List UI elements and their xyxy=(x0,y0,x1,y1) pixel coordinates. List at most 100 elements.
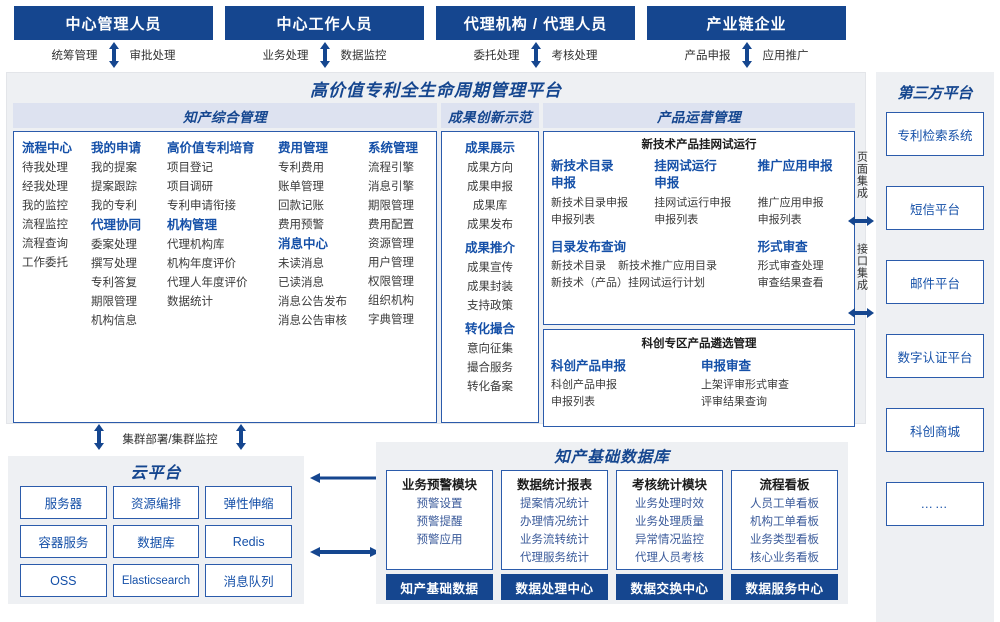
actor-title-center-staff[interactable]: 中心工作人员 xyxy=(225,6,424,40)
menu-item[interactable]: 待我处理 xyxy=(22,162,68,174)
actor-title-center-admin[interactable]: 中心管理人员 xyxy=(14,6,213,40)
menu-item[interactable]: 消息公告发布 xyxy=(278,296,347,308)
cloud-cell-orchestration[interactable]: 资源编排 xyxy=(112,486,200,519)
menu-item[interactable]: 专利申请衔接 xyxy=(167,200,236,212)
group-header[interactable]: 代理协同 xyxy=(91,218,142,232)
menu-item[interactable]: 提案跟踪 xyxy=(91,181,137,193)
menu-item[interactable]: 评审结果查询 xyxy=(701,396,767,408)
menu-item[interactable]: 代理机构库 xyxy=(167,239,225,251)
third-party-item-sms[interactable]: 短信平台 xyxy=(886,186,984,230)
menu-item[interactable]: 项目调研 xyxy=(167,181,213,193)
menu-item[interactable]: 成果宣传 xyxy=(467,262,513,274)
menu-item[interactable]: 账单管理 xyxy=(278,181,324,193)
group-header[interactable]: 推广应用申报 xyxy=(757,159,833,173)
menu-item[interactable]: 成果申报 xyxy=(467,181,513,193)
menu-item[interactable]: 成果发布 xyxy=(467,219,513,231)
db-col-header[interactable]: 流程看板 xyxy=(759,478,810,492)
menu-item[interactable]: 上架评审形式审查 xyxy=(701,379,789,391)
db-footer-processing-center[interactable]: 数据处理中心 xyxy=(501,574,608,600)
menu-item[interactable]: 代理人年度评价 xyxy=(167,277,248,289)
menu-item[interactable]: 回款记账 xyxy=(278,200,324,212)
group-header[interactable]: 流程中心 xyxy=(22,141,73,155)
menu-item[interactable]: 科创产品申报 xyxy=(551,379,617,391)
db-footer-basic-data[interactable]: 知产基础数据 xyxy=(386,574,493,600)
menu-item[interactable]: 我的监控 xyxy=(22,200,68,212)
cloud-cell-elasticsearch[interactable]: Elasticsearch xyxy=(112,564,200,597)
menu-item[interactable]: 机构信息 xyxy=(91,315,137,327)
menu-item[interactable]: 专利费用 xyxy=(278,162,324,174)
third-party-item-innovation-mall[interactable]: 科创商城 xyxy=(886,408,984,452)
menu-item[interactable]: 转化备案 xyxy=(467,381,513,393)
cloud-cell-redis[interactable]: Redis xyxy=(205,525,293,558)
menu-item[interactable]: 推广应用申报 xyxy=(757,197,824,209)
menu-item[interactable]: 消息公告审核 xyxy=(278,315,347,327)
db-col-header[interactable]: 数据统计报表 xyxy=(516,478,592,492)
group-header[interactable]: 费用管理 xyxy=(278,141,329,155)
menu-item[interactable]: 申报列表 xyxy=(551,396,595,408)
db-col-header[interactable]: 业务预警模块 xyxy=(401,478,477,492)
group-header[interactable]: 机构管理 xyxy=(167,218,218,232)
menu-item[interactable]: 挂网试运行申报 xyxy=(654,197,732,209)
menu-item[interactable]: 我的提案 xyxy=(91,162,137,174)
actor-title-industry-chain[interactable]: 产业链企业 xyxy=(647,6,846,40)
db-item[interactable]: 提案情况统计 xyxy=(520,498,589,510)
group-header[interactable]: 消息中心 xyxy=(278,237,329,251)
actor-title-agency[interactable]: 代理机构 / 代理人员 xyxy=(436,6,635,40)
db-item[interactable]: 异常情况监控 xyxy=(635,534,704,546)
db-item[interactable]: 业务类型看板 xyxy=(750,534,819,546)
menu-item[interactable]: 流程查询 xyxy=(22,238,68,250)
db-item[interactable]: 预警应用 xyxy=(416,534,463,546)
db-col-header[interactable]: 考核统计模块 xyxy=(631,478,707,492)
cloud-cell-mq[interactable]: 消息队列 xyxy=(205,564,293,597)
group-header[interactable]: 转化撮合 xyxy=(464,322,515,336)
db-item[interactable]: 人员工单看板 xyxy=(750,498,819,510)
menu-item[interactable]: 经我处理 xyxy=(22,181,68,193)
menu-item[interactable]: 撮合服务 xyxy=(467,362,513,374)
group-header[interactable]: 系统管理 xyxy=(368,141,419,155)
menu-item[interactable]: 费用配置 xyxy=(368,219,414,231)
menu-item[interactable]: 我的专利 xyxy=(91,200,137,212)
menu-item[interactable]: 申报列表 xyxy=(551,214,595,226)
menu-item[interactable]: 工作委托 xyxy=(22,257,68,269)
group-header[interactable]: 目录发布查询 xyxy=(551,240,627,254)
menu-item[interactable]: 未读消息 xyxy=(278,258,324,270)
menu-item[interactable]: 成果方向 xyxy=(467,162,513,174)
cloud-cell-autoscaling[interactable]: 弹性伸缩 xyxy=(205,486,293,519)
menu-item[interactable]: 消息引擎 xyxy=(368,181,414,193)
third-party-item-more[interactable]: …… xyxy=(886,482,984,526)
menu-item[interactable]: 项目登记 xyxy=(167,162,213,174)
menu-item[interactable]: 支持政策 xyxy=(467,300,513,312)
cloud-cell-database[interactable]: 数据库 xyxy=(112,525,200,558)
group-header[interactable]: 成果展示 xyxy=(464,141,515,155)
menu-item[interactable]: 用户管理 xyxy=(368,257,414,269)
menu-item[interactable]: 数据统计 xyxy=(167,296,213,308)
menu-item[interactable]: 审查结果查看 xyxy=(757,277,824,289)
menu-item[interactable]: 意向征集 xyxy=(467,343,513,355)
group-header[interactable]: 科创产品申报 xyxy=(551,359,627,373)
menu-item[interactable]: 期限管理 xyxy=(368,200,414,212)
db-item[interactable]: 代理人员考核 xyxy=(635,552,704,564)
db-item[interactable]: 代理服务统计 xyxy=(520,552,589,564)
group-header[interactable]: 挂网试运行申报 xyxy=(654,159,717,190)
menu-item[interactable]: 流程引擎 xyxy=(368,162,414,174)
db-item[interactable]: 业务处理质量 xyxy=(635,516,704,528)
menu-item[interactable]: 流程监控 xyxy=(22,219,68,231)
menu-item[interactable]: 期限管理 xyxy=(91,296,137,308)
menu-item[interactable]: 专利答复 xyxy=(91,277,137,289)
third-party-item-email[interactable]: 邮件平台 xyxy=(886,260,984,304)
db-item[interactable]: 预警设置 xyxy=(416,498,463,510)
menu-item[interactable]: 已读消息 xyxy=(278,277,324,289)
third-party-item-digital-cert[interactable]: 数字认证平台 xyxy=(886,334,984,378)
menu-item[interactable]: 新技术目录申报 xyxy=(551,197,628,209)
db-footer-service-center[interactable]: 数据服务中心 xyxy=(731,574,838,600)
menu-item[interactable]: 成果库 xyxy=(472,200,508,212)
db-item[interactable]: 业务流转统计 xyxy=(520,534,589,546)
db-item[interactable]: 核心业务看板 xyxy=(750,552,819,564)
menu-item[interactable]: 资源管理 xyxy=(368,238,414,250)
group-header[interactable]: 新技术目录申报 xyxy=(551,159,614,190)
group-header[interactable]: 形式审查 xyxy=(757,240,808,254)
menu-item[interactable]: 组织机构 xyxy=(368,295,414,307)
menu-item[interactable]: 成果封装 xyxy=(467,281,513,293)
menu-item[interactable]: 权限管理 xyxy=(368,276,414,288)
db-footer-exchange-center[interactable]: 数据交换中心 xyxy=(616,574,723,600)
